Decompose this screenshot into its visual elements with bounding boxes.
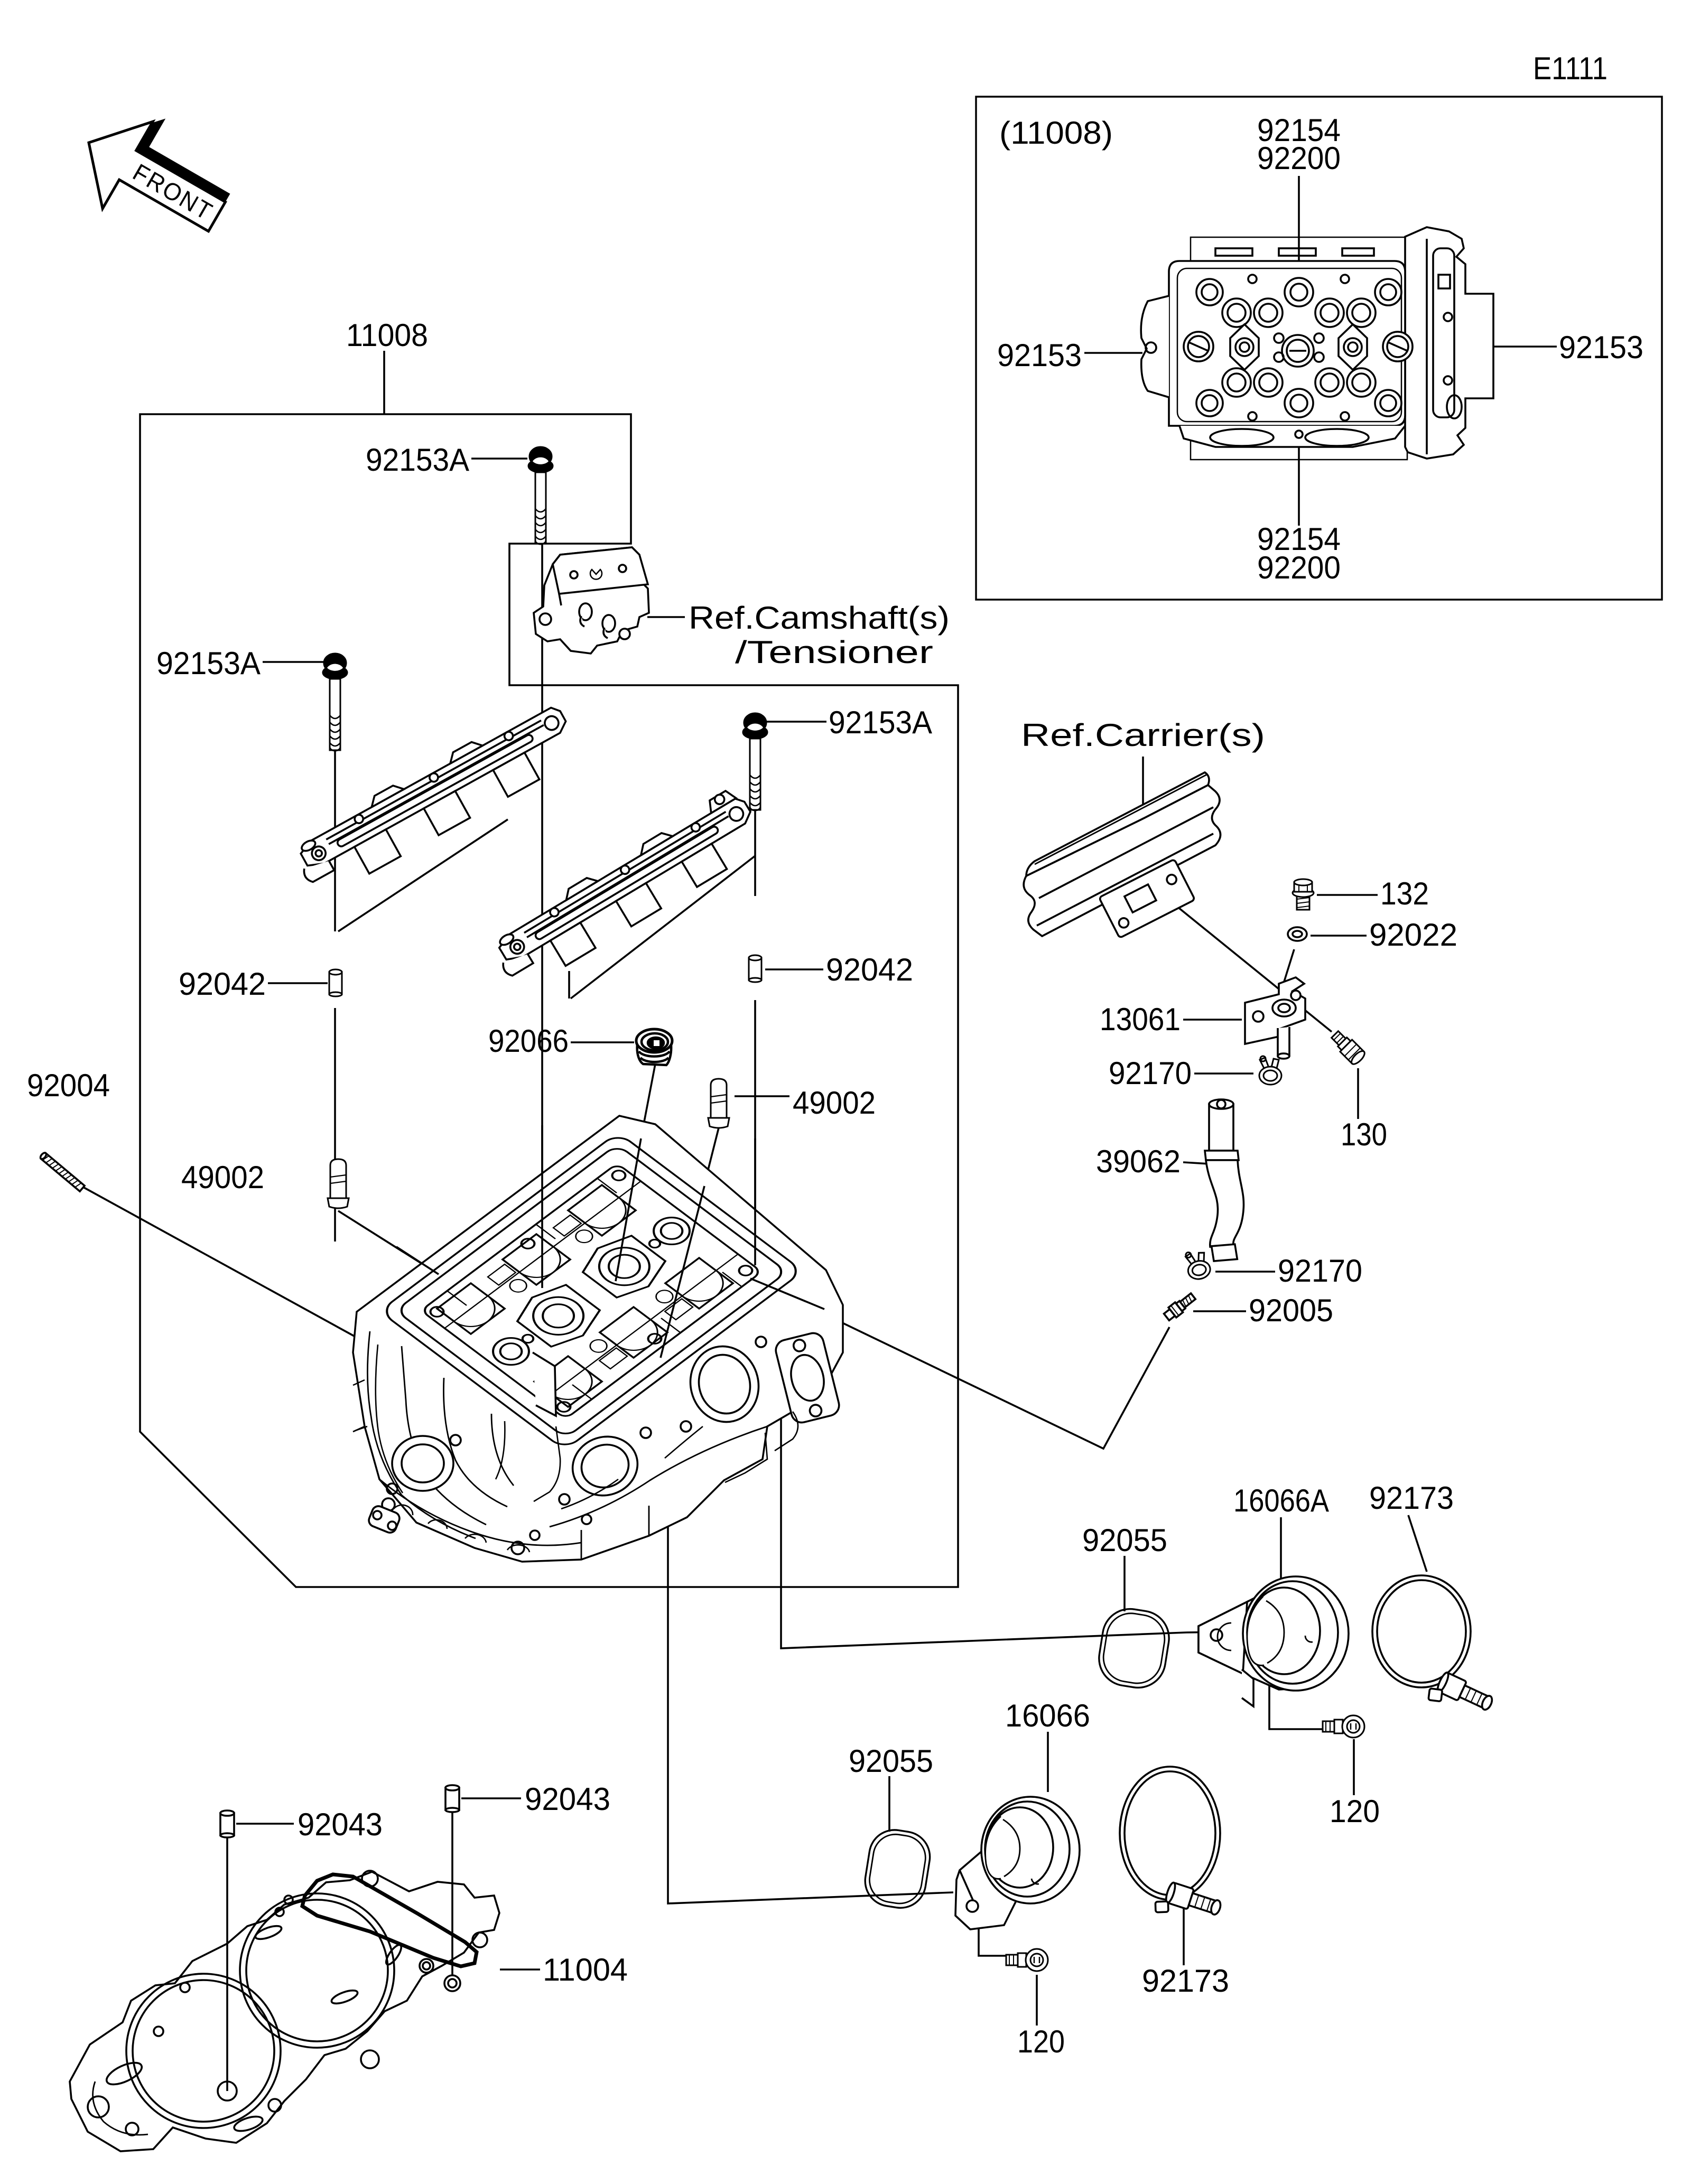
svg-text:92004: 92004	[27, 1068, 110, 1103]
svg-text:E1111: E1111	[1533, 51, 1608, 86]
svg-text:120: 120	[1017, 2024, 1065, 2059]
svg-text:92170: 92170	[1278, 1253, 1362, 1289]
svg-text:92153A: 92153A	[156, 646, 261, 681]
svg-text:/Tensioner: /Tensioner	[735, 634, 933, 670]
svg-text:92154: 92154	[1257, 521, 1341, 557]
svg-text:92170: 92170	[1109, 1056, 1192, 1091]
svg-text:92200: 92200	[1257, 550, 1341, 585]
svg-text:92055: 92055	[1082, 1523, 1167, 1558]
svg-text:92153: 92153	[1559, 330, 1643, 365]
svg-text:120: 120	[1330, 1794, 1380, 1829]
svg-text:49002: 49002	[793, 1085, 876, 1121]
svg-text:49002: 49002	[181, 1160, 264, 1195]
svg-text:92042: 92042	[826, 952, 913, 987]
svg-text:Ref.Camshaft(s): Ref.Camshaft(s)	[689, 600, 950, 636]
svg-text:92042: 92042	[179, 966, 266, 1002]
svg-text:92066: 92066	[488, 1023, 569, 1059]
svg-text:92153: 92153	[997, 338, 1082, 373]
svg-text:130: 130	[1341, 1117, 1387, 1152]
svg-text:16066: 16066	[1005, 1698, 1090, 1733]
svg-text:92153A: 92153A	[829, 705, 932, 740]
svg-text:39062: 39062	[1096, 1144, 1181, 1179]
svg-text:11008: 11008	[346, 318, 428, 353]
svg-text:92173: 92173	[1369, 1480, 1454, 1516]
svg-text:92153A: 92153A	[366, 442, 469, 478]
svg-text:92005: 92005	[1249, 1293, 1333, 1328]
svg-text:13061: 13061	[1100, 1002, 1181, 1037]
svg-text:92173: 92173	[1142, 1963, 1229, 1999]
svg-text:Ref.Carrier(s): Ref.Carrier(s)	[1021, 717, 1265, 753]
svg-text:92022: 92022	[1369, 917, 1457, 953]
svg-text:11004: 11004	[543, 1952, 628, 1987]
svg-text:92055: 92055	[849, 1743, 933, 1779]
svg-text:92043: 92043	[298, 1807, 383, 1842]
svg-text:92200: 92200	[1257, 141, 1341, 176]
svg-text:92154: 92154	[1257, 113, 1341, 148]
svg-text:16066A: 16066A	[1233, 1483, 1329, 1518]
svg-text:92043: 92043	[525, 1781, 610, 1817]
svg-text:132: 132	[1380, 876, 1429, 911]
svg-text:(11008): (11008)	[999, 115, 1113, 151]
